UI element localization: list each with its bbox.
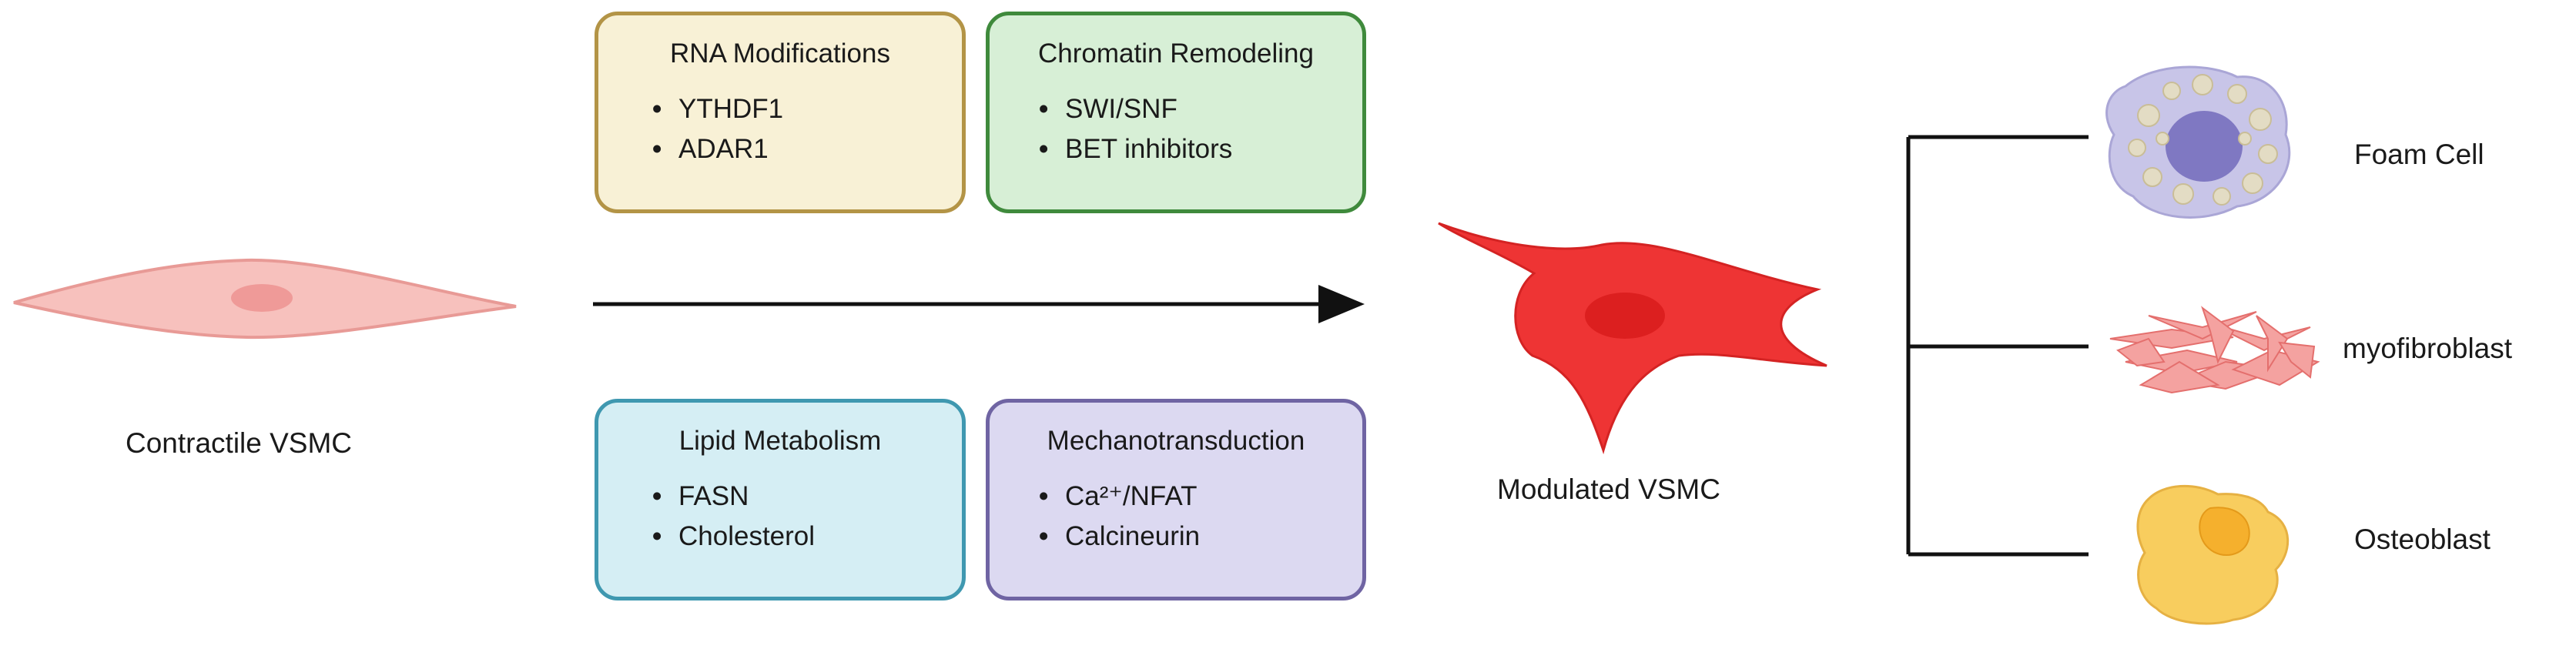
list-item: •SWI/SNF (1039, 89, 1362, 129)
outcome-bracket (1906, 135, 2089, 557)
modulated-vsmc-label: Modulated VSMC (1497, 473, 1720, 505)
box-list: •SWI/SNF •BET inhibitors (1039, 89, 1362, 169)
contractile-vsmc-icon (13, 258, 517, 340)
list-item: •BET inhibitors (1039, 129, 1362, 169)
lipid-metabolism-box: Lipid Metabolism •FASN •Cholesterol (595, 399, 966, 600)
list-item: •Cholesterol (652, 517, 962, 557)
box-title: Lipid Metabolism (678, 426, 882, 456)
myofibroblast-icon (2109, 306, 2320, 394)
list-item: •ADAR1 (652, 129, 962, 169)
bullet-icon: • (652, 521, 662, 551)
box-list: •FASN •Cholesterol (652, 477, 962, 557)
myofibroblast-label: myofibroblast (2343, 333, 2513, 364)
list-item: •YTHDF1 (652, 89, 962, 129)
contractile-vsmc-label: Contractile VSMC (126, 427, 353, 459)
bullet-icon: • (652, 94, 662, 124)
rna-modifications-box: RNA Modifications •YTHDF1 •ADAR1 (595, 12, 966, 213)
bullet-icon: • (652, 134, 662, 164)
bullet-icon: • (1039, 94, 1049, 124)
box-title: RNA Modifications (670, 38, 890, 69)
bullet-icon: • (1039, 134, 1049, 164)
modulated-vsmc-icon (1438, 222, 1827, 455)
box-title: Mechanotransduction (1047, 426, 1305, 456)
osteoblast-label: Osteoblast (2354, 524, 2491, 555)
bullet-icon: • (1039, 481, 1049, 511)
foam-cell-label: Foam Cell (2354, 139, 2484, 170)
list-item: •FASN (652, 477, 962, 517)
foam-cell-icon (2105, 65, 2291, 219)
list-item: •Calcineurin (1039, 517, 1362, 557)
bullet-icon: • (1039, 521, 1049, 551)
bullet-icon: • (652, 481, 662, 511)
box-title: Chromatin Remodeling (1038, 38, 1314, 69)
list-item: •Ca²⁺/NFAT (1039, 477, 1362, 517)
box-list: •Ca²⁺/NFAT •Calcineurin (1039, 477, 1362, 557)
chromatin-remodeling-box: Chromatin Remodeling •SWI/SNF •BET inhib… (986, 12, 1366, 213)
mechanotransduction-box: Mechanotransduction •Ca²⁺/NFAT •Calcineu… (986, 399, 1366, 600)
box-list: •YTHDF1 •ADAR1 (652, 89, 962, 169)
osteoblast-icon (2136, 484, 2290, 625)
